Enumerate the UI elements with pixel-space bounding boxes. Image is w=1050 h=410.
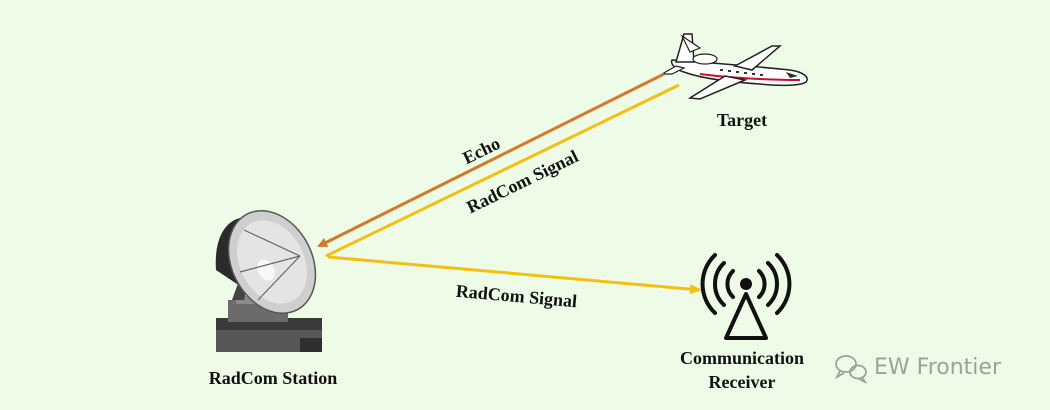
target-label: Target [717, 110, 767, 130]
wechat-icon [834, 355, 868, 385]
echo-arrow [317, 72, 665, 248]
watermark: EW Frontier [834, 355, 1002, 385]
echo-label: Echo [459, 133, 503, 168]
airplane-icon [659, 33, 808, 100]
radcom-signal-lower-label: RadCom Signal [455, 281, 578, 312]
radcom-signal-arrow-to-receiver [327, 255, 702, 295]
radcom-signal-arrow-to-target [325, 83, 680, 258]
receiver-label-line1: Communication [680, 348, 804, 368]
receiver-label-line2: Receiver [709, 372, 776, 392]
radar-dish-icon [215, 210, 322, 352]
antenna-tower-icon [700, 253, 792, 340]
station-label: RadCom Station [209, 368, 338, 388]
watermark-text: EW Frontier [874, 355, 1002, 380]
